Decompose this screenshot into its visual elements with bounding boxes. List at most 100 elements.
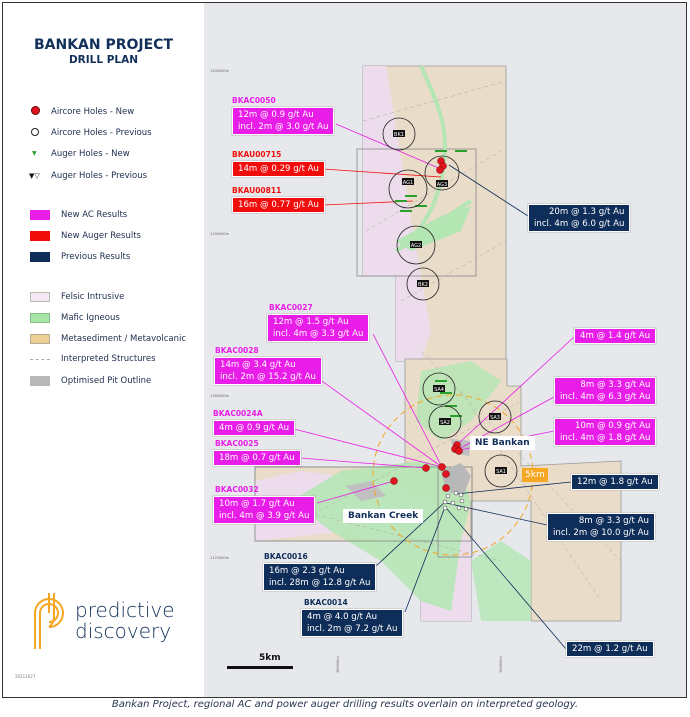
swatch-felsic <box>30 292 50 302</box>
aircore-hole-new <box>442 484 450 492</box>
result-interval: 8m @ 3.3 g/t Au <box>578 516 649 526</box>
target-circle <box>396 225 436 265</box>
grid-label-easting: 380000m <box>336 656 340 673</box>
result-box: 4m @ 0.9 g/t Au <box>213 420 296 436</box>
scale-bar <box>227 666 293 669</box>
result-hole-id: BKAU00715 <box>232 150 282 159</box>
legend-new-ac: New AC Results <box>61 210 128 220</box>
green-triangle-icon: ▼ <box>32 150 37 157</box>
logo-line-1: predictive <box>75 598 175 622</box>
swatch-new-auger <box>30 231 50 241</box>
aircore-hole-previous <box>450 500 456 506</box>
legend-previous: Previous Results <box>61 252 131 262</box>
target-circle <box>428 405 462 439</box>
mafic-igneous-north <box>396 206 471 251</box>
result-interval: incl. 2m @ 10.0 g/t Au <box>553 528 649 538</box>
target-circle <box>388 169 428 209</box>
aircore-hole-new <box>442 470 450 478</box>
target-label-bg <box>489 413 501 420</box>
result-interval: 4m @ 0.9 g/t Au <box>219 423 290 433</box>
aircore-hole-new <box>438 463 446 471</box>
auger-hole-line <box>440 392 452 394</box>
result-interval: 14m @ 3.4 g/t Au <box>220 360 296 370</box>
legend-auger-new: Auger Holes - New <box>51 149 130 159</box>
result-box: 14m @ 0.29 g/t Au <box>232 161 326 177</box>
result-interval: 22m @ 1.2 g/t Au <box>572 644 648 654</box>
leader-line <box>455 481 572 495</box>
grid-label-northing: 1170000m <box>210 556 229 560</box>
result-interval: 18m @ 0.7 g/t Au <box>219 453 295 463</box>
result-hole-id: BKAC0024A <box>213 409 263 418</box>
figure-frame: BANKAN PROJECT DRILL PLAN Aircore Holes … <box>2 2 687 698</box>
grid-label-northing: 1190000m <box>210 232 229 236</box>
result-interval: 16m @ 0.77 g/t Au <box>238 200 320 210</box>
target-label-bg <box>417 280 429 287</box>
result-hole-id: BKAC0050 <box>232 96 276 105</box>
auger-hole-line <box>455 150 467 152</box>
black-triangle-icon: ▼▽ <box>29 172 40 180</box>
auger-hole-line <box>435 380 447 382</box>
auger-hole-line <box>445 405 457 407</box>
legend-auger-previous: Auger Holes - Previous <box>51 171 148 181</box>
result-hole-id: BKAC0032 <box>215 485 259 494</box>
aircore-hole-previous <box>463 506 469 512</box>
legend-panel: BANKAN PROJECT DRILL PLAN Aircore Holes … <box>3 3 204 697</box>
figure-caption: Bankan Project, regional AC and power au… <box>111 699 579 710</box>
result-box: 4m @ 1.4 g/t Au <box>574 328 657 344</box>
target-label: BK1 <box>394 132 404 138</box>
leader-line <box>316 480 395 504</box>
result-box: 12m @ 1.8 g/t Au <box>571 474 659 490</box>
grid-label-northing: 1180000m <box>210 394 229 398</box>
target-circle <box>406 267 440 301</box>
swatch-mafic <box>30 313 50 323</box>
target-label-bg <box>495 467 507 474</box>
result-interval: incl. 2m @ 3.0 g/t Au <box>238 122 329 132</box>
legend-mafic: Mafic Igneous <box>61 313 120 323</box>
aircore-hole-previous <box>442 499 448 505</box>
aircore-hole-new <box>436 166 444 174</box>
legend-metased: Metasediment / Metavolcanic <box>61 334 187 344</box>
mafic-igneous-south <box>291 461 471 611</box>
leader-line <box>448 164 529 217</box>
swatch-pit <box>30 376 50 386</box>
grid-label-northing: 1200000m <box>210 69 229 73</box>
auger-hole-line <box>450 415 462 417</box>
result-interval: incl. 28m @ 12.8 g/t Au <box>269 578 371 588</box>
result-interval: incl. 2m @ 15.2 g/t Au <box>220 372 316 382</box>
target-circle <box>484 454 518 488</box>
result-interval: incl. 4m @ 6.0 g/t Au <box>534 219 625 229</box>
logo-line-2: discovery <box>75 619 172 643</box>
aircore-hole-previous <box>445 493 451 499</box>
aircore-hole-new <box>422 464 430 472</box>
result-interval: 4m @ 1.4 g/t Au <box>580 331 651 341</box>
target-label: AG3 <box>437 182 447 188</box>
result-hole-id: BKAC0028 <box>215 346 259 355</box>
target-label-bg <box>436 180 448 187</box>
page-subtitle: DRILL PLAN <box>68 54 139 66</box>
legend-new-auger: New Auger Results <box>61 231 141 241</box>
auger-hole-line <box>435 150 447 152</box>
result-interval: 12m @ 0.9 g/t Au <box>238 110 314 120</box>
result-hole-id: BKAC0014 <box>304 598 348 607</box>
swatch-structures <box>30 359 50 360</box>
aircore-hole-previous <box>453 490 459 496</box>
ag-permit-outline <box>356 148 477 277</box>
aircore-hole-previous <box>456 505 462 511</box>
result-hole-id: BKAC0016 <box>264 552 308 561</box>
open-circle-icon <box>31 128 39 136</box>
swatch-new-ac <box>30 210 50 220</box>
target-label-bg <box>402 178 414 185</box>
legend-aircore-previous: Aircore Holes - Previous <box>51 128 152 138</box>
auger-hole-line <box>415 205 427 207</box>
leader-line <box>293 428 443 468</box>
result-hole-id: BKAC0027 <box>269 303 313 312</box>
legend-pit: Optimised Pit Outline <box>61 376 152 386</box>
result-interval: 10m @ 0.9 g/t Au <box>574 421 651 431</box>
target-label-bg <box>393 130 405 137</box>
auger-hole-line <box>395 200 407 202</box>
